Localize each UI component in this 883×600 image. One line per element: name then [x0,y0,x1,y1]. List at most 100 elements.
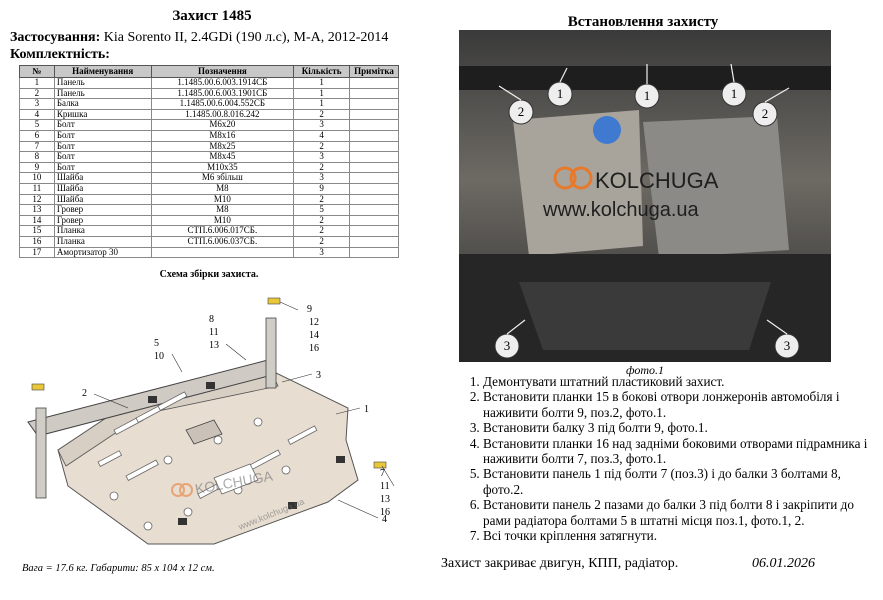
install-step: Встановити балку 3 під болти 9, фото.1. [483,420,883,435]
parts-cell: Планка [53,235,152,248]
parts-cell: 10 [19,172,55,184]
parts-cell: 5 [19,119,55,131]
parts-cell: 3 [293,119,351,131]
cover-part [185,419,223,445]
parts-cell: 5 [293,204,351,216]
parts-cell: 2 [293,140,351,153]
callout-9: 9 [307,304,312,315]
parts-cell: 14 [19,214,55,227]
yellow-clips [31,297,387,469]
parts-cell: M8x16 [150,129,295,142]
parts-cell: Панель [53,87,152,100]
parts-cell [349,193,399,206]
parts-cell: M10x35 [150,161,295,174]
parts-header-cell: Кількість [293,65,351,78]
callout-13b: 13 [380,494,390,505]
photo-engine-block [513,110,643,256]
parts-cell: Болт [53,129,152,142]
callout-11b: 11 [380,481,390,492]
install-step: Демонтувати штатний пластиковий захист. [483,374,883,389]
photo-label-2a: 2 [518,104,525,119]
parts-cell: 15 [19,225,55,237]
photo-coolant-cap [593,116,621,144]
photo-label-circles [494,81,800,359]
callout-3: 3 [316,370,321,381]
photo-label-1c: 1 [731,86,738,101]
callout-8: 8 [209,314,214,325]
photo-caption: фото.1 [625,363,665,377]
install-steps: Демонтувати штатний пластиковий захист.В… [445,374,883,543]
parts-cell: Планка [53,225,152,237]
parts-cell: 2 [293,214,351,227]
parts-cell: 16 [19,235,55,248]
parts-cell [349,129,399,142]
leader-lines [93,301,395,519]
parts-cell: 2 [293,108,351,121]
parts-cell [349,108,399,121]
callout-12: 12 [309,317,319,328]
parts-cell: M8x25 [150,140,295,153]
photo-watermark-brand: KOLCHUGA [595,168,719,193]
parts-cell: Балка [53,98,152,110]
parts-cell: Болт [53,161,152,174]
parts-cell: 4 [19,108,55,121]
parts-cell: 1.1485.00.6.003.1901СБ [150,87,295,100]
scheme-caption: Схема збірки захиста. [159,269,259,280]
parts-cell: M6 збільш [150,172,295,184]
install-step: Встановити планки 15 в бокові отвори лон… [483,389,883,420]
parts-cell: 1 [293,77,351,89]
protection-summary: Захист закриває двигун, КПП, радіатор. [441,556,679,571]
fastener-pads [148,382,345,525]
parts-cell: 11 [19,182,55,195]
photo-label-3a: 3 [504,338,511,353]
callout-11: 11 [209,327,219,338]
parts-cell: Болт [53,140,152,153]
parts-cell: 1.1485.00.8.016.242 [150,108,295,121]
callout-5: 5 [154,338,159,349]
parts-cell: 3 [293,172,351,184]
parts-cell: 1 [293,98,351,110]
parts-cell: 2 [293,235,351,248]
parts-header-cell: Позначення [150,65,295,78]
parts-cell [349,246,399,259]
parts-cell [349,151,399,163]
parts-cell: СТП.6.006.017СБ. [150,225,295,237]
parts-header-cell: № [19,65,55,78]
callout-2: 2 [82,388,87,399]
parts-cell: 1 [19,77,55,89]
assembly-diagram: KOLCHUGA www.kolchuga.ua 1 2 3 4 5 10 8 … [27,297,395,545]
parts-cell [349,98,399,110]
doc-date: 06.01.2026 [752,556,815,571]
install-step: Встановити панель 1 під болти 7 (поз.3) … [483,466,883,497]
doc-title: Захист 1485 [172,8,252,24]
photo-label-1b: 1 [644,88,651,103]
callout-10: 10 [154,351,164,362]
plate-holes [109,417,291,531]
parts-cell: 8 [19,151,55,163]
parts-cell: 9 [19,161,55,174]
parts-cell: 4 [293,129,351,142]
parts-cell [349,182,399,195]
callout-14: 14 [309,330,319,341]
parts-cell: M6x20 [150,119,295,131]
parts-cell: Болт [53,151,152,163]
parts-cell: 17 [19,246,55,259]
parts-cell: 2 [293,225,351,237]
photo-label-3b: 3 [784,338,791,353]
parts-cell [349,225,399,237]
parts-cell: Шайба [53,193,152,206]
